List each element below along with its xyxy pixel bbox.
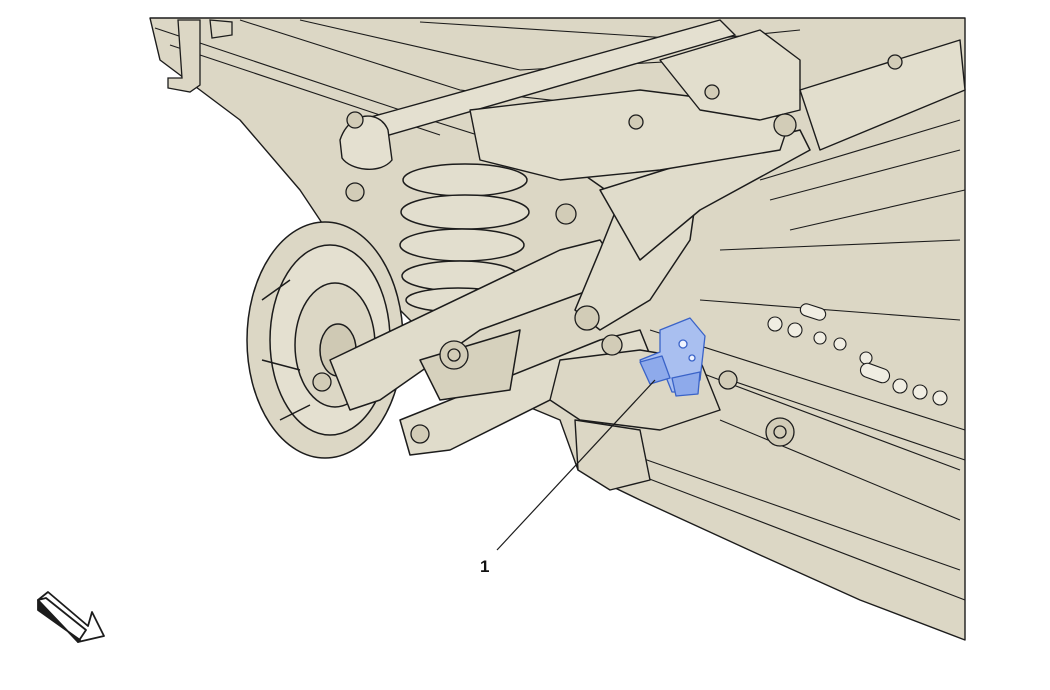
callout-leader-line (496, 379, 656, 551)
mount-bracket (167, 19, 233, 93)
crossmember (469, 29, 966, 181)
callout-1: 1 (480, 379, 656, 576)
bolt-heads (312, 54, 903, 447)
front-direction-arrow-icon (37, 591, 105, 643)
stabilizer-bar (339, 19, 737, 170)
callout-number-1: 1 (480, 557, 489, 576)
rail-holes (767, 303, 948, 406)
brake-disc-assembly (246, 221, 404, 459)
highlighted-component (639, 317, 706, 397)
